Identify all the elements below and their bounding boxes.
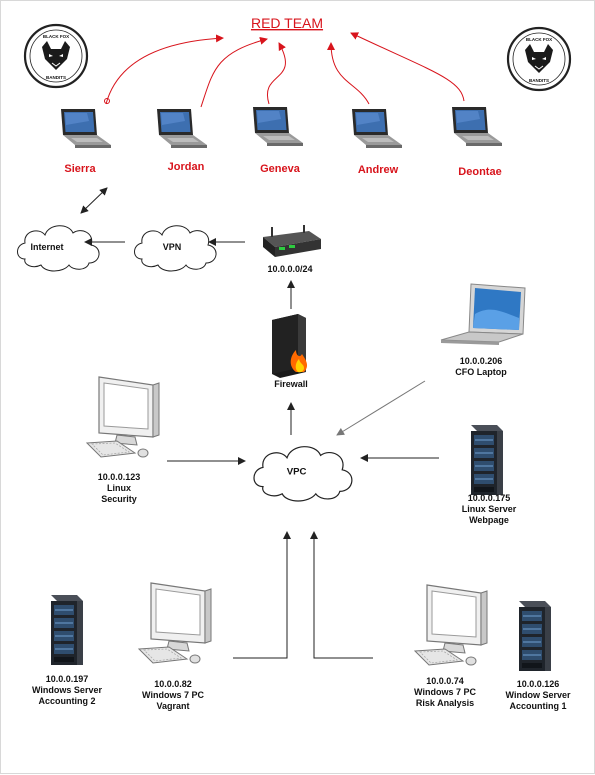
laptop-icon-andrew xyxy=(352,109,402,148)
win7-vagrant-line1: Windows 7 PC xyxy=(142,690,204,700)
win-server-accounting1-line1: Window Server xyxy=(506,690,571,700)
laptop-icon-jordan xyxy=(157,109,207,148)
linux-security-monitor-icon xyxy=(86,376,160,458)
linux-security-ip: 10.0.0.123 xyxy=(98,472,141,482)
win-server-accounting2-ip: 10.0.0.197 xyxy=(46,674,89,684)
vpc-label: VPC xyxy=(287,467,307,478)
logo-bottom-text: BANDITS xyxy=(46,75,66,80)
router-icon xyxy=(263,225,321,257)
laptop-icon-deontae xyxy=(452,107,502,146)
connector-sierra xyxy=(105,34,224,105)
team-name-jordan: Jordan xyxy=(168,161,205,173)
win-server-accounting2-icon xyxy=(50,594,84,666)
red-team-title: RED TEAM xyxy=(251,15,323,31)
win7-risk-ip: 10.0.0.74 xyxy=(426,676,464,686)
cfo-laptop-ip: 10.0.0.206 xyxy=(460,356,503,366)
win7-risk-line1: Windows 7 PC xyxy=(414,687,476,697)
team-name-andrew: Andrew xyxy=(358,164,399,176)
laptop-icon-geneva xyxy=(253,107,303,146)
red-team-connectors xyxy=(104,32,465,108)
vpc-cloud: VPC xyxy=(253,446,353,502)
connector-andrew xyxy=(327,42,370,105)
win7-risk-line2: Risk Analysis xyxy=(416,698,474,708)
win-server-accounting1-ip: 10.0.0.126 xyxy=(517,679,560,689)
connector-jordan xyxy=(200,36,268,108)
linux-server-ip: 10.0.0.175 xyxy=(468,493,511,503)
linux-server-line1: Linux Server xyxy=(462,504,517,514)
win-server-accounting2-line2: Accounting 2 xyxy=(38,696,95,706)
black-fox-bandits-logo-left: BLACK FOX BANDITS xyxy=(23,23,89,89)
internet-cloud: Internet xyxy=(17,225,100,272)
win-server-accounting2-line1: Windows Server xyxy=(32,685,102,695)
win7-vagrant-ip: 10.0.0.82 xyxy=(154,679,192,689)
black-fox-bandits-logo-right: BLACK FOX BANDITS xyxy=(506,26,572,92)
connector-geneva xyxy=(267,42,286,105)
firewall-label: Firewall xyxy=(274,379,308,389)
linux-server-icon xyxy=(470,424,504,496)
cfo-laptop-name: CFO Laptop xyxy=(455,367,507,377)
internet-sierra-link xyxy=(80,187,108,214)
left-group-to-vpc-arrow xyxy=(233,531,291,659)
win7-vagrant-monitor-icon xyxy=(138,582,212,664)
logo-top-text: BLACK FOX xyxy=(43,34,69,39)
team-name-deontae: Deontae xyxy=(458,166,501,178)
team-name-sierra: Sierra xyxy=(64,163,96,175)
laptop-icon-sierra xyxy=(61,109,111,148)
logo-top-text: BLACK FOX xyxy=(526,37,552,42)
firewall-icon xyxy=(272,314,308,378)
logo-bottom-text: BANDITS xyxy=(529,78,549,83)
connector-deontae xyxy=(350,32,465,102)
vpn-cloud: VPN xyxy=(134,225,217,272)
win7-risk-monitor-icon xyxy=(414,584,488,666)
right-group-to-vpc-arrow xyxy=(310,531,373,659)
linux-security-line2: Security xyxy=(101,494,137,504)
linux-server-line2: Webpage xyxy=(469,515,509,525)
team-name-geneva: Geneva xyxy=(260,163,301,175)
vpn-label: VPN xyxy=(163,242,182,252)
win-server-accounting1-icon xyxy=(518,600,552,672)
internet-label: Internet xyxy=(30,242,63,252)
cfo-to-vpc-arrow xyxy=(336,380,426,436)
router-subnet-label: 10.0.0.0/24 xyxy=(267,264,312,274)
win7-vagrant-line2: Vagrant xyxy=(156,701,189,711)
win-server-accounting1-line2: Accounting 1 xyxy=(509,701,566,711)
linux-security-line1: Linux xyxy=(107,483,131,493)
cfo-laptop-icon xyxy=(440,283,526,345)
